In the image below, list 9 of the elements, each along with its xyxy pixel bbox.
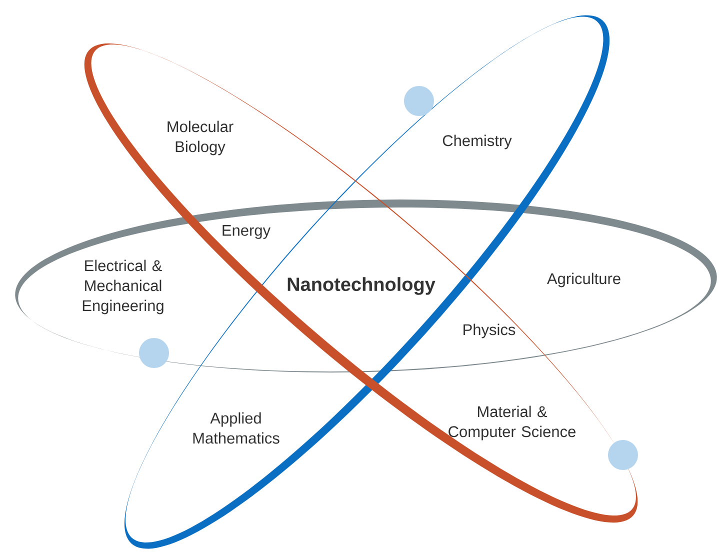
field-label: Molecular Biology (168, 120, 234, 156)
field-label: Chemistry (442, 134, 512, 150)
field-label: Agriculture (547, 272, 620, 288)
field-label: Material & Computer Science (448, 406, 576, 440)
field-label: Physics (464, 324, 516, 338)
field-label: Energy (222, 225, 271, 239)
field-label: Applied Mathematics (193, 412, 280, 444)
center-label: Nanotechnology (288, 277, 436, 295)
field-label: Electrical & Mechanical Engineering (82, 260, 164, 314)
